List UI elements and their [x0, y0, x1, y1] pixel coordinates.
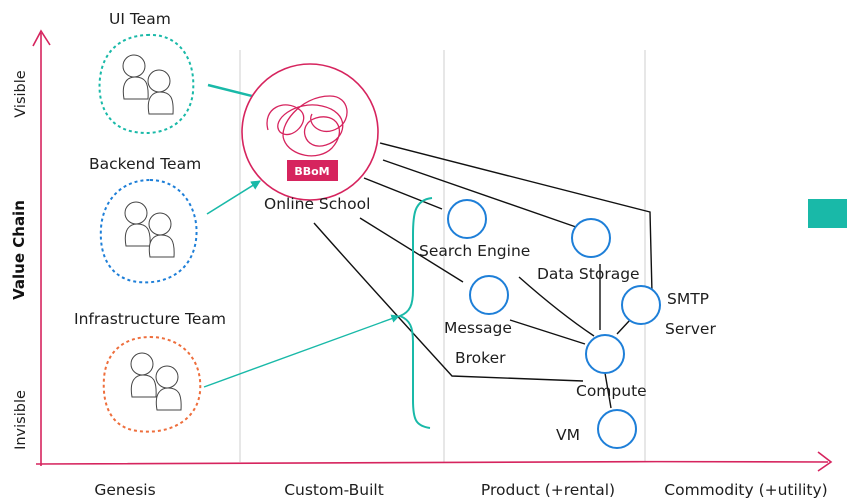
search-engine-component: Search Engine: [419, 199, 530, 260]
backend-team-label: Backend Team: [89, 155, 201, 173]
smtp-label-line1: SMTP: [667, 290, 709, 308]
ui-team-group: UI Team: [98, 10, 195, 134]
curly-brace-icon: [397, 197, 433, 429]
ui-team-label: UI Team: [109, 10, 171, 28]
x-axis: [35, 460, 829, 465]
message-broker-label-line2: Broker: [455, 349, 506, 367]
bbom-badge-label: BBoM: [294, 165, 329, 178]
scribble-icon: [266, 95, 348, 157]
backend-team-group: Backend Team: [89, 155, 201, 284]
vm-component: VM: [556, 409, 637, 449]
data-storage-component: Data Storage: [537, 218, 640, 283]
component-node: [585, 334, 625, 374]
dependency-lines: [313, 142, 653, 409]
message-broker-component: Message Broker: [444, 275, 512, 367]
message-broker-label-line1: Message: [444, 319, 512, 337]
y-axis-arrowhead: [32, 29, 51, 47]
bbom-badge: [287, 160, 338, 181]
y-axis-invisible-label: Invisible: [13, 390, 29, 450]
online-school-component: BBoM Online School: [241, 63, 379, 213]
component-node: [597, 409, 637, 449]
component-node: [571, 218, 611, 258]
infrastructure-team-arrow: [203, 314, 400, 388]
bbom-circle: [241, 63, 379, 201]
people-icon: [124, 201, 175, 258]
smtp-server-component: SMTP Server: [621, 285, 716, 338]
stage-genesis: Genesis: [94, 481, 155, 499]
stage-commodity: Commodity (+utility): [664, 481, 827, 499]
y-axis: [39, 32, 43, 467]
search-engine-label: Search Engine: [419, 242, 530, 260]
compute-component: Compute: [576, 334, 647, 400]
infrastructure-team-group: Infrastructure Team: [74, 310, 226, 433]
people-icon: [122, 54, 174, 115]
y-axis-visible-label: Visible: [13, 70, 29, 117]
people-icon: [130, 352, 182, 411]
component-node: [621, 285, 661, 325]
component-node: [447, 199, 487, 239]
stage-product: Product (+rental): [481, 481, 615, 499]
online-school-label: Online School: [264, 195, 370, 213]
vm-label: VM: [556, 426, 580, 444]
x-axis-arrowhead: [817, 451, 833, 472]
data-storage-label: Data Storage: [537, 265, 640, 283]
smtp-label-line2: Server: [665, 320, 716, 338]
y-axis-title: Value Chain: [10, 200, 28, 300]
backend-team-arrow: [206, 180, 261, 215]
stage-custom-built: Custom-Built: [284, 481, 384, 499]
teal-square-icon: [808, 199, 847, 228]
component-node: [469, 275, 509, 315]
compute-label: Compute: [576, 382, 647, 400]
ui-team-boundary: [98, 33, 195, 134]
infrastructure-team-boundary: [102, 335, 202, 433]
infrastructure-team-label: Infrastructure Team: [74, 310, 226, 328]
